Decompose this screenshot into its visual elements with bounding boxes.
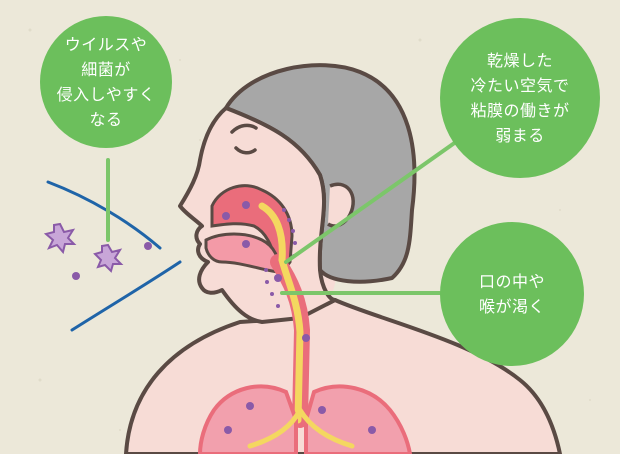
outside-viruses [46, 224, 152, 280]
virus-icon [274, 274, 282, 282]
callout-virus-text: ウイルスや 細菌が 侵入しやすく なる [57, 32, 156, 132]
callout-dry-throat-text: 口の中や 喉が渇く [479, 269, 545, 319]
virus-icon [318, 406, 326, 414]
virus-icon [302, 334, 310, 342]
virus-icon [246, 402, 254, 410]
virus-icon [222, 212, 230, 220]
callout-dry-air-text: 乾燥した 冷たい空気で 粘膜の働きが 弱まる [470, 48, 569, 148]
virus-icon [72, 272, 80, 280]
virus-icon [242, 201, 250, 209]
virus-icon [144, 242, 152, 250]
virus-icon [242, 240, 250, 248]
callout-dry-throat: 口の中や 喉が渇く [440, 222, 584, 366]
virus-icon [46, 224, 74, 252]
virus-icon [95, 245, 121, 271]
callout-dry-air: 乾燥した 冷たい空気で 粘膜の働きが 弱まる [440, 18, 600, 178]
virus-icon [368, 426, 376, 434]
virus-icon [224, 426, 232, 434]
callout-virus: ウイルスや 細菌が 侵入しやすく なる [40, 16, 172, 148]
